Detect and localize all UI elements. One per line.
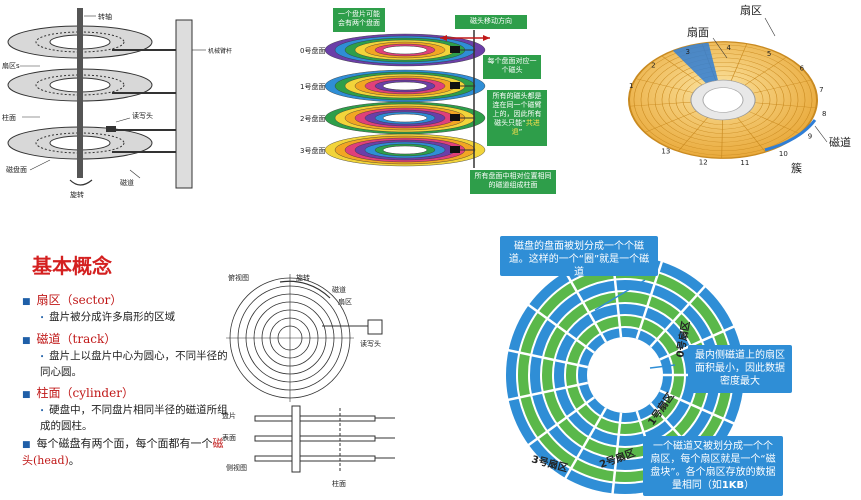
label-sector-face: 扇面: [687, 25, 709, 39]
sector-number: 7: [819, 86, 823, 94]
term-cylinder: 柱面（cylinder）: [36, 386, 134, 400]
callout-shared-arm: 所有的磁头都是连在同一个磁臂上的，因此所有磁头只能“共进退”: [487, 90, 547, 146]
item-head-term: 磁头(head): [22, 437, 224, 467]
color-platter-0: [324, 33, 486, 67]
item-head-post: 。: [68, 454, 80, 467]
callout-shared-arm-c: ”: [518, 128, 523, 136]
sector-number: 13: [661, 148, 670, 156]
sector-number: 3: [686, 48, 690, 56]
label-surface: 表面: [222, 433, 236, 442]
sector-number: 11: [740, 159, 749, 167]
label-sector: 扇区s: [2, 61, 20, 70]
callout-sector-block-c: ）: [744, 480, 755, 491]
label-surface: 磁盘面: [6, 165, 27, 174]
head-2: [450, 114, 460, 121]
label-sector: 扇区: [338, 297, 352, 306]
desc-cylinder: 硬盘中，不同盘片相同半径的磁道所组成的圆柱。: [40, 404, 228, 432]
term-track: 磁道（track）: [36, 332, 117, 346]
sector-number: 4: [726, 44, 731, 52]
concepts-panel: 基本概念 ■扇区（sector） •盘片被分成许多扇形的区域 ■磁道（track…: [22, 250, 232, 469]
callout-track: 磁盘的盘面被划分成一个个磁道。这样的一个“圈”就是一个磁道: [500, 236, 658, 278]
sector-number: 6: [800, 65, 805, 73]
color-platter-1: [324, 69, 486, 103]
label-cluster: 簇: [791, 161, 802, 175]
label-rotate: 旋转: [296, 273, 310, 282]
label-platter: 盘片: [222, 411, 236, 420]
label-face2: 2号盘面: [300, 114, 325, 123]
label-cylinder: 柱面: [2, 113, 16, 122]
desc-sector: 盘片被分成许多扇形的区域: [49, 311, 176, 323]
platter-stack-diagram: 转轴 机械臂杆 扇区s 读写头 柱面 磁盘面 旋转 磁道: [2, 8, 232, 199]
callout-sector-block: 一个磁道又被划分成一个个扇区，每个扇区就是一个“磁盘块”。各个扇区存放的数据量相…: [643, 436, 783, 496]
label-sector: 扇区: [740, 3, 762, 17]
label-spindle: 转轴: [98, 12, 112, 21]
callout-sector-block-a: 一个磁道又被划分成一个个扇区，每个扇区就是一个“磁盘块”。各个扇区存放的数据量相…: [650, 441, 776, 491]
top-side-view-diagram: 俯视图 旋转 磁道 扇区 读写头 盘片 表面 侧视图 柱面: [222, 273, 395, 488]
term-sector: 扇区（sector）: [36, 293, 123, 307]
sector-number: 1: [629, 82, 633, 90]
arm-bar: [175, 19, 193, 189]
side-view-stack: [254, 405, 395, 473]
label-read-head: 读写头: [132, 111, 153, 120]
label-face3: 3号盘面: [300, 146, 325, 155]
callout-sector-block-b: 1KB: [721, 480, 745, 491]
callout-shared-arm-a: 所有的磁头都是连在同一个磁臂上的，因此所有磁头只能“: [492, 92, 542, 127]
label-front-view: 侧视图: [226, 463, 247, 472]
callout-two-surfaces: 一个盘片可能会有两个盘面: [333, 8, 385, 32]
desc-track: 盘片上以盘片中心为圆心，不同半径的同心圆。: [40, 350, 228, 378]
sector-number: 2: [651, 62, 655, 70]
callout-head-direction: 磁头移动方向: [455, 15, 527, 29]
color-platter-3: [324, 133, 486, 167]
track-sector-disk: 0号扇区 1号扇区 2号扇区 3号扇区: [504, 254, 746, 496]
label-track: 磁道: [829, 135, 851, 149]
label-rotate: 旋转: [70, 190, 84, 199]
item-head-pre: 每个磁盘有两个面，每个面都有一个: [36, 437, 213, 450]
sector-number: 12: [699, 158, 708, 166]
label-face1: 1号盘面: [300, 82, 325, 91]
sector-number: 10: [779, 150, 788, 158]
sector-number: 9: [808, 133, 812, 141]
spindle: [77, 8, 83, 178]
multi-surface-diagram: 0号盘面 1号盘面 2号盘面 3号盘面: [300, 30, 490, 168]
label-track: 磁道: [332, 285, 346, 294]
sector-number: 8: [822, 110, 826, 118]
head-0: [450, 46, 460, 53]
callout-inner-track: 最内侧磁道上的扇区面积最小，因此数据密度最大: [688, 345, 792, 393]
head-1: [450, 82, 460, 89]
label-cylinder: 柱面: [332, 479, 346, 488]
label-read-head: 读写头: [360, 339, 381, 348]
callout-shared-arm-b: 共进退: [511, 119, 540, 136]
sector-number: 5: [767, 50, 771, 58]
callout-cylinder: 所有盘面中相对位置相同的磁道组成柱面: [470, 170, 556, 194]
label-side-view: 俯视图: [228, 273, 249, 282]
top-view-rings: [226, 274, 354, 402]
label-arm: 机械臂杆: [208, 47, 232, 55]
head-3: [450, 146, 460, 153]
callout-head-per-surface: 每个盘面对应一个磁头: [483, 55, 541, 79]
label-face0: 0号盘面: [300, 46, 325, 55]
concepts-heading: 基本概念: [32, 254, 112, 278]
label-track: 磁道: [120, 178, 134, 187]
color-platter-2: [324, 101, 486, 135]
